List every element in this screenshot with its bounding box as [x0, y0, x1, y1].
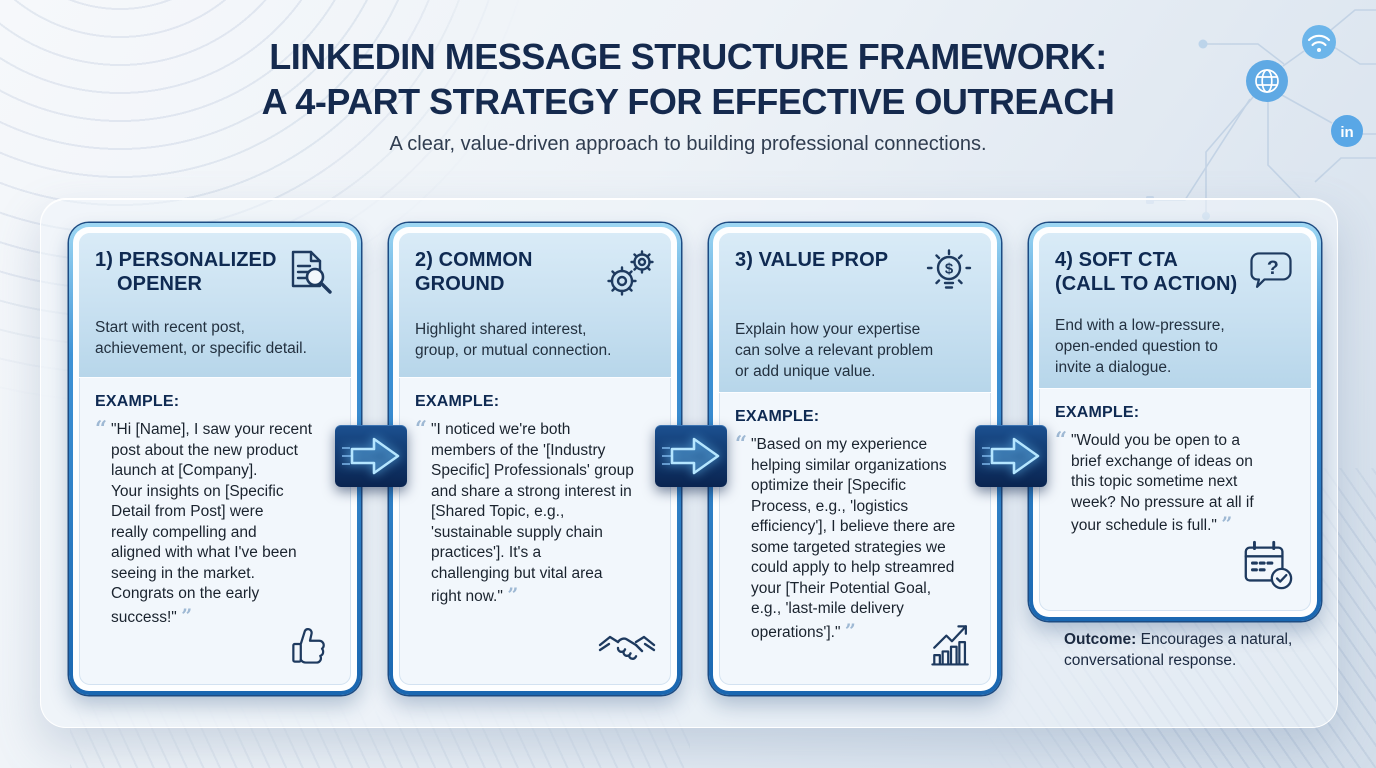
card-3-example-text: "Based on my experience helping similar … — [751, 436, 956, 641]
card-2-description: Highlight shared interest, group, or mut… — [415, 321, 612, 359]
close-quote-mark: ” — [1221, 513, 1233, 535]
example-label: EXAMPLE: — [95, 393, 180, 410]
gears-icon — [601, 246, 657, 307]
flow-arrow-1 — [335, 425, 407, 487]
example-label: EXAMPLE: — [735, 408, 820, 425]
card-4-example-section: EXAMPLE: “ "Would you be open to a brief… — [1039, 389, 1311, 611]
example-label: EXAMPLE: — [415, 393, 500, 410]
card-3-title: 3) VALUE PROP — [735, 249, 889, 271]
svg-text:$: $ — [945, 261, 954, 278]
open-quote-mark: “ — [1055, 427, 1068, 452]
outcome-note: Outcome: Encourages a natural, conversat… — [1064, 629, 1326, 671]
thumbs-up-icon — [285, 618, 337, 675]
svg-text:?: ? — [1267, 257, 1279, 279]
calendar-check-icon — [1239, 538, 1295, 597]
card-4-description: End with a low-pressure, open-ended ques… — [1055, 317, 1225, 376]
card-4-title: 4) SOFT CTA (CALL TO ACTION) — [1055, 249, 1238, 295]
card-1-header: 1) PERSONALIZED OPENER — [79, 233, 351, 378]
card-1-title: 1) PERSONALIZED OPENER — [95, 249, 277, 295]
header: LINKEDIN MESSAGE STRUCTURE FRAMEWORK: A … — [0, 34, 1376, 156]
title-line-2: A 4-PART STRATEGY FOR EFFECTIVE OUTREACH — [261, 81, 1115, 122]
title-line-1: LINKEDIN MESSAGE STRUCTURE FRAMEWORK: — [269, 36, 1107, 77]
card-3-header: 3) VALUE PROP $ — [719, 233, 991, 393]
card-personalized-opener: 1) PERSONALIZED OPENER — [69, 223, 361, 695]
growth-chart-icon — [925, 618, 977, 675]
card-soft-cta: 4) SOFT CTA (CALL TO ACTION) ? — [1029, 223, 1321, 621]
card-4-header: 4) SOFT CTA (CALL TO ACTION) ? — [1039, 233, 1311, 389]
close-quote-mark: ” — [844, 619, 856, 642]
page-subtitle: A clear, value-driven approach to buildi… — [389, 133, 987, 155]
open-quote-mark: “ — [95, 416, 108, 441]
card-2-title: 2) COMMON GROUND — [415, 249, 533, 295]
card-3-description: Explain how your expertise can solve a r… — [735, 321, 934, 380]
close-quote-mark: ” — [507, 584, 519, 606]
card-2-example-text: "I noticed we're both members of the '[I… — [431, 421, 634, 605]
card-4-example-text: "Would you be open to a brief exchange o… — [1071, 432, 1254, 534]
card-1-example-section: EXAMPLE: “ "Hi [Name], I saw your recent… — [79, 378, 351, 685]
flow-arrow-3 — [975, 425, 1047, 487]
example-label: EXAMPLE: — [1055, 404, 1140, 421]
card-1-description: Start with recent post, achievement, or … — [95, 319, 307, 357]
open-quote-mark: “ — [735, 431, 748, 456]
card-2-header: 2) COMMON GROUND — [399, 233, 671, 378]
flow-arrow-2 — [655, 425, 727, 487]
page-title: LINKEDIN MESSAGE STRUCTURE FRAMEWORK: A … — [0, 34, 1376, 124]
outcome-text: Encourages a natural, conversational res… — [1064, 631, 1293, 669]
card-3-example-section: EXAMPLE: “ "Based on my experience helpi… — [719, 393, 991, 685]
question-bubble-icon: ? — [1245, 246, 1297, 303]
framework-panel: 1) PERSONALIZED OPENER — [40, 198, 1338, 728]
close-quote-mark: ” — [181, 604, 193, 627]
handshake-icon — [597, 622, 657, 675]
card-value-prop: 3) VALUE PROP $ — [709, 223, 1001, 695]
open-quote-mark: “ — [415, 416, 428, 441]
lightbulb-dollar-icon: $ — [921, 246, 977, 307]
card-1-example-text: "Hi [Name], I saw your recent post about… — [111, 421, 313, 626]
outcome-label: Outcome: — [1064, 631, 1137, 648]
document-search-icon — [283, 246, 337, 305]
card-common-ground: 2) COMMON GROUND — [389, 223, 681, 695]
card-2-example-section: EXAMPLE: “ "I noticed we're both members… — [399, 378, 671, 685]
